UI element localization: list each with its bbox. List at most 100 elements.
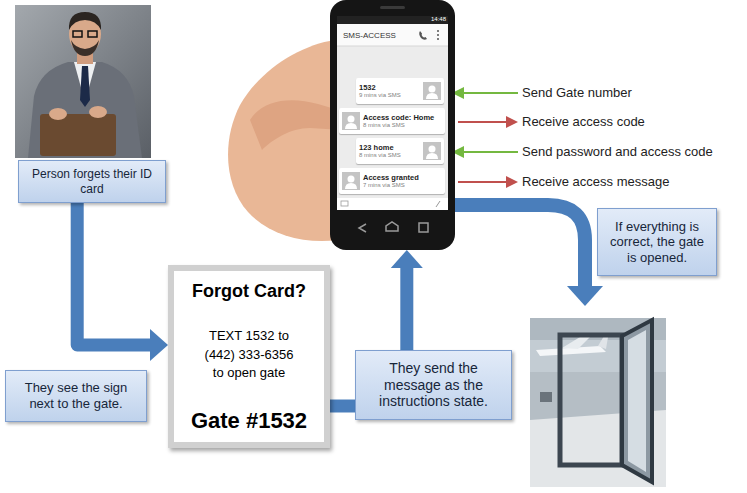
message-time: 8 mins via SMS	[359, 152, 420, 159]
avatar-head	[348, 116, 355, 123]
callout-box: They send the message as the instruction…	[355, 350, 512, 420]
plane-tail	[598, 336, 608, 349]
photo-ground	[15, 5, 151, 158]
gate-sign: Forgot Card? TEXT 1532 to (442) 333-6356 …	[168, 265, 330, 448]
message-body: 123 home	[359, 143, 420, 152]
avatar-body	[345, 183, 357, 189]
avatar-head	[429, 146, 436, 153]
avatar-silhouette	[423, 82, 441, 100]
message-body: Access granted	[363, 173, 442, 182]
callout-text: They see the sign next to the gate.	[13, 380, 139, 411]
hand	[49, 108, 67, 120]
callout-text: They send the message as the instruction…	[363, 360, 504, 410]
input-bar	[337, 198, 448, 210]
callout-text: Person forgets their ID card	[26, 167, 158, 196]
hand	[89, 106, 107, 118]
callout-box: Person forgets their ID card	[18, 160, 166, 203]
call-icon	[419, 31, 427, 40]
message-body: Access code: Home	[363, 113, 442, 122]
sign-instructions: TEXT 1532 to (442) 333-6356 to open gate	[200, 327, 298, 384]
send-arrow	[462, 151, 518, 153]
gate-arrow-head	[567, 286, 603, 306]
avatar-body	[426, 93, 438, 99]
avatar-head	[429, 86, 436, 93]
message-text: 15329 mins via SMS	[359, 83, 420, 100]
beard	[71, 40, 99, 56]
sent-message: 123 home8 mins via SMS	[356, 138, 444, 164]
received-message: Access granted7 mins via SMS	[339, 168, 445, 194]
sign-heading: Forgot Card?	[192, 281, 306, 302]
avatar-silhouette	[342, 172, 360, 190]
glasses	[73, 31, 82, 37]
arrow-head	[391, 250, 423, 268]
phone-earpiece	[380, 6, 405, 9]
message-text: Access code: Home8 mins via SMS	[363, 113, 442, 130]
app-bar	[337, 24, 448, 46]
sms-pointer-arrows	[452, 87, 518, 188]
arrow-head	[150, 329, 168, 361]
avatar-silhouette	[342, 112, 360, 130]
input-icon	[341, 201, 348, 206]
menu-dot	[437, 30, 439, 32]
step-label: Receive access code	[522, 114, 645, 129]
bag	[40, 114, 116, 156]
message-time: 9 mins via SMS	[359, 92, 420, 99]
person-photo	[15, 5, 151, 158]
status-bar	[337, 16, 448, 24]
message-text: 123 home8 mins via SMS	[359, 143, 420, 160]
door-leaf	[622, 320, 652, 482]
hair	[69, 12, 101, 30]
flow-arrow	[391, 250, 423, 350]
avatar-icon	[342, 172, 360, 190]
gate-arrow-shaft	[450, 205, 585, 288]
message-time: 7 mins via SMS	[363, 182, 442, 189]
callout-text: If everything is correct, the gate is op…	[605, 219, 709, 266]
message-time: 8 mins via SMS	[363, 122, 442, 129]
received-message: Access code: Home8 mins via SMS	[339, 108, 445, 134]
menu-dot	[437, 34, 439, 36]
phone-screen: SMS-ACCESS 15329 mins via SMS Access code:…	[330, 0, 455, 250]
flow-arrow	[77, 203, 168, 361]
avatar-body	[345, 123, 357, 129]
attach-icon	[436, 201, 440, 207]
callout-box: They see the sign next to the gate.	[5, 370, 147, 422]
avatar-body	[426, 153, 438, 159]
message-body: 1532	[359, 83, 420, 92]
gate-arrow	[450, 205, 603, 306]
avatar-head	[348, 176, 355, 183]
send-arrow	[462, 92, 518, 94]
phone-case	[330, 0, 455, 250]
avatar-silhouette	[423, 142, 441, 160]
receive-arrow-head	[506, 116, 518, 128]
menu-dot	[437, 38, 439, 40]
suit	[28, 62, 142, 158]
home-button	[386, 222, 398, 231]
back-button	[359, 224, 366, 232]
step-label: Send password and access code	[522, 144, 713, 159]
arrow-shaft	[400, 266, 413, 350]
tie	[80, 66, 90, 107]
receive-arrow	[458, 121, 508, 123]
glasses	[88, 31, 97, 37]
message-text: Access granted7 mins via SMS	[363, 173, 442, 190]
palm	[228, 40, 338, 241]
gate-photo	[530, 318, 666, 487]
door-frame	[560, 335, 622, 465]
access-panel	[540, 392, 552, 402]
arrow-shaft	[330, 400, 355, 413]
receive-arrow	[458, 181, 508, 183]
flow-arrow	[330, 406, 355, 407]
app-bar-rule	[337, 46, 448, 47]
receive-arrow-head	[506, 176, 518, 188]
avatar-icon	[423, 82, 441, 100]
avatar-icon	[423, 142, 441, 160]
gate-number: Gate #1532	[191, 408, 307, 434]
recent-button	[419, 223, 428, 232]
arrow-shaft	[77, 203, 152, 345]
sent-message: 15329 mins via SMS	[356, 78, 444, 104]
door-glass	[628, 330, 646, 472]
app-title: SMS-ACCESS	[343, 31, 396, 40]
callout-box: If everything is correct, the gate is op…	[597, 208, 717, 276]
